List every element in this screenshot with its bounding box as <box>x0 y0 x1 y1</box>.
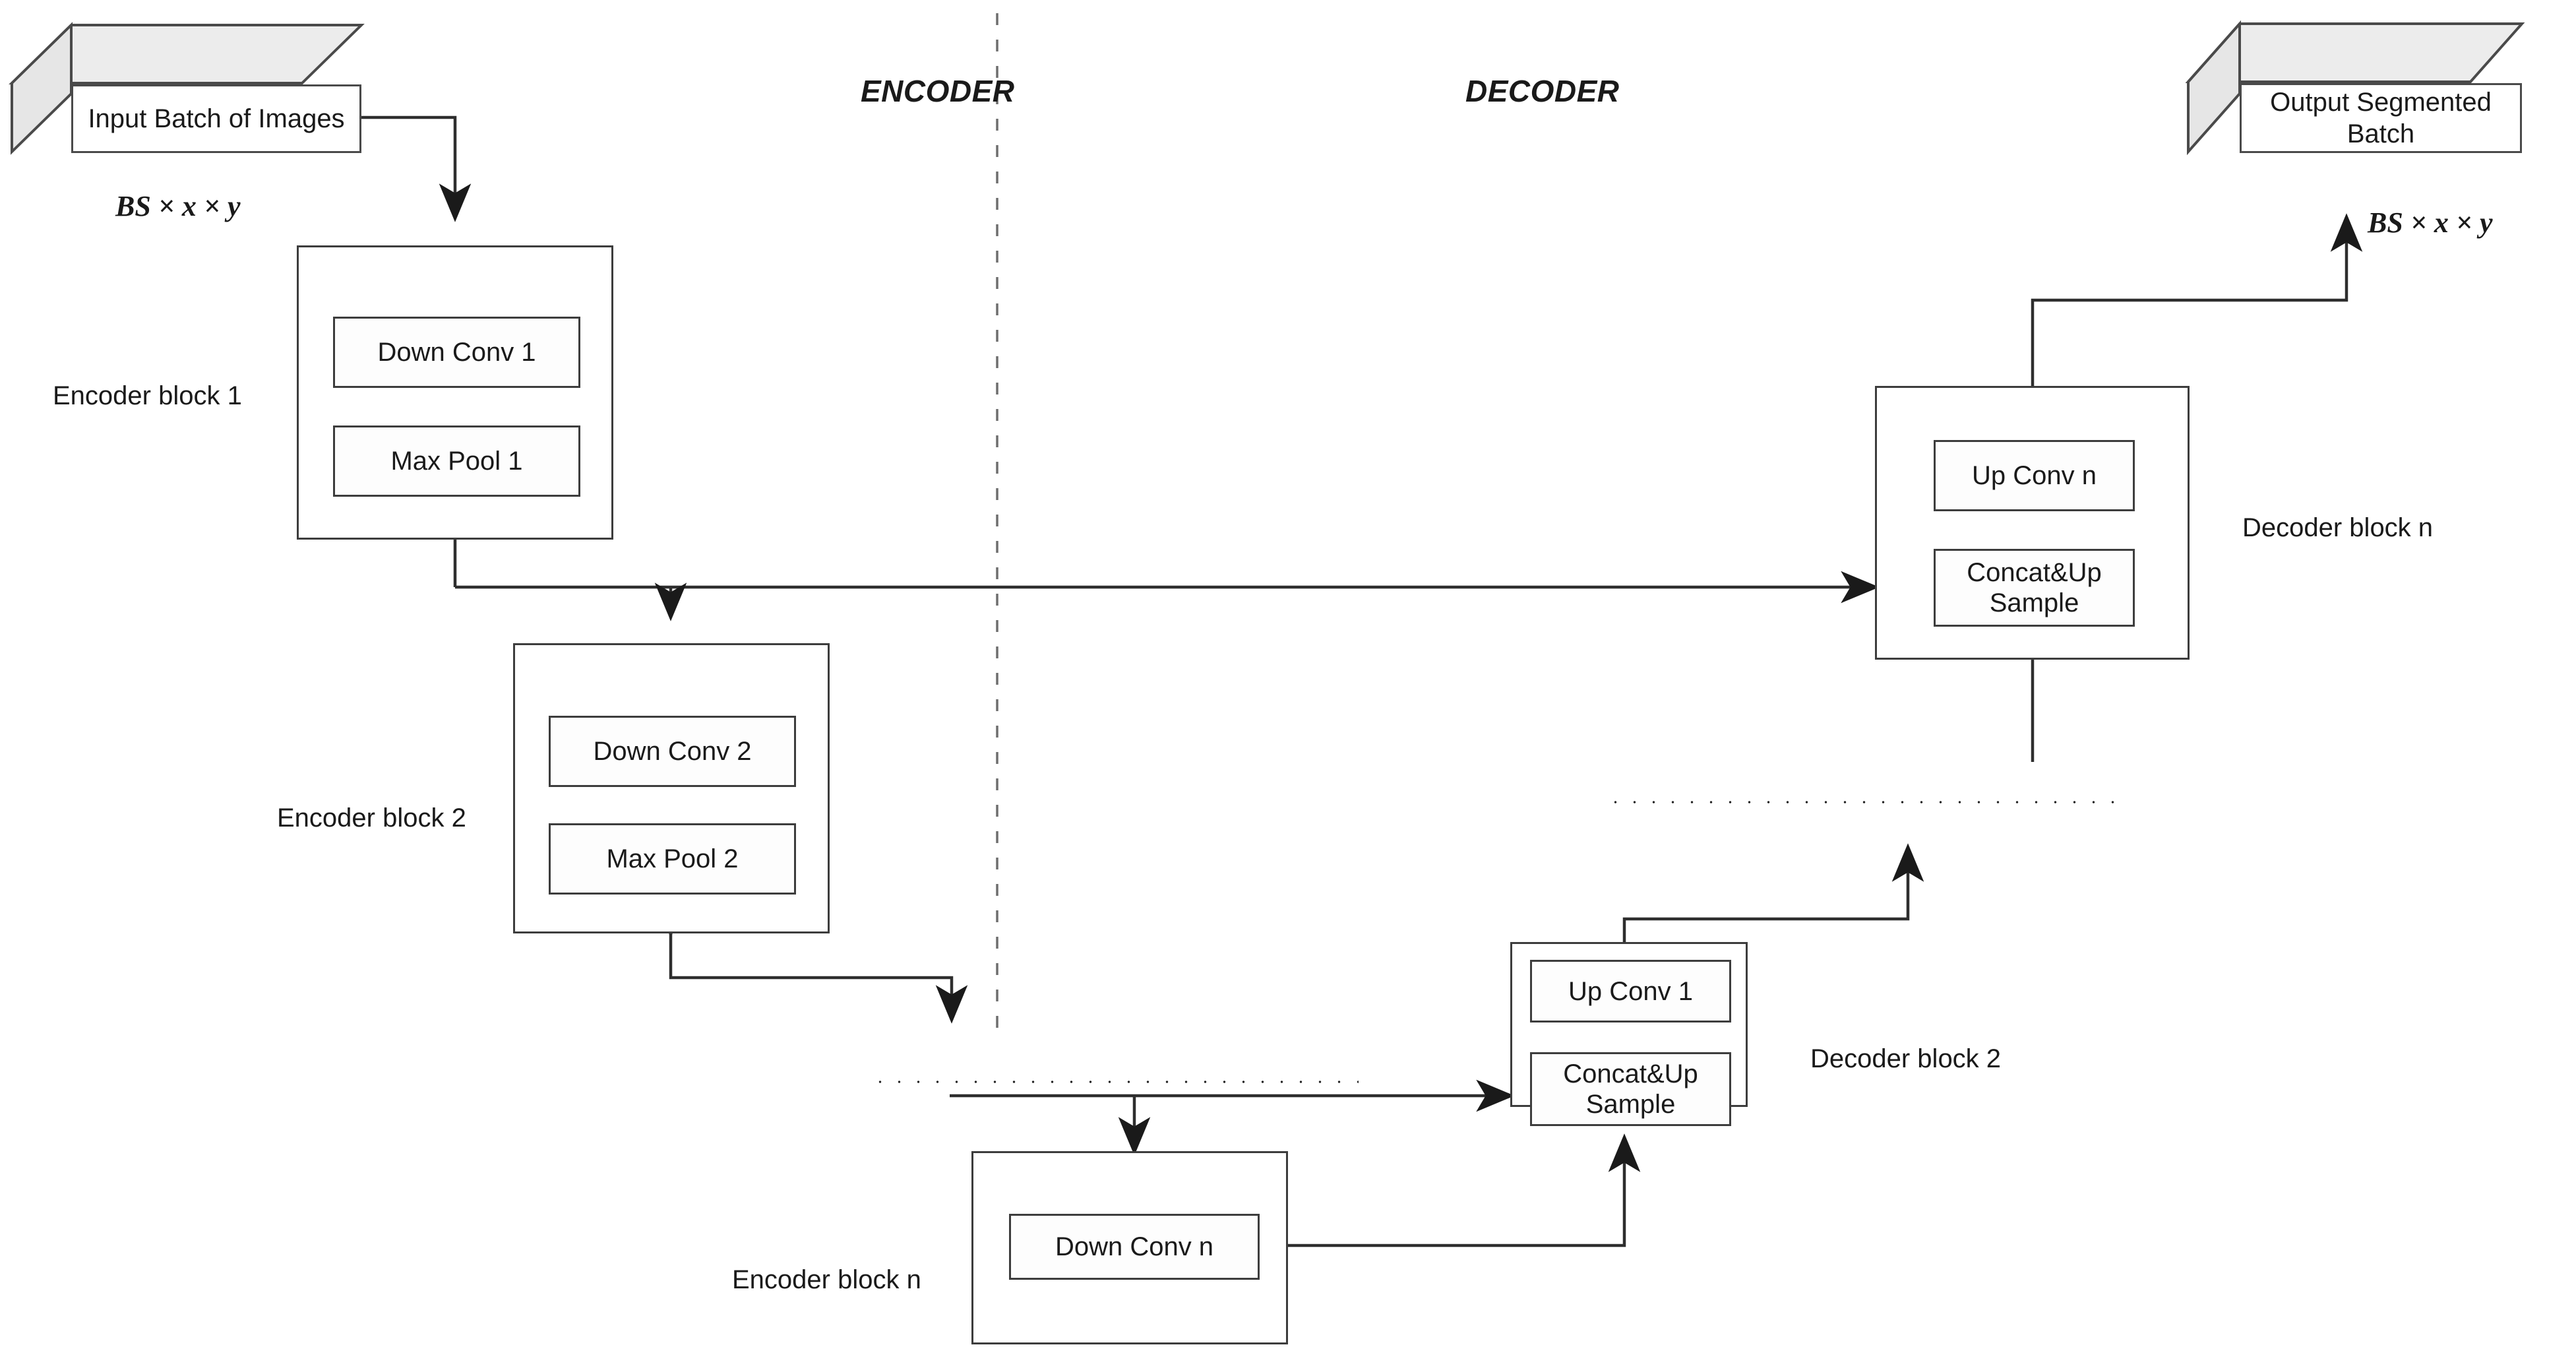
input-dim-label: BS × x × y <box>115 190 241 222</box>
output-box-3d-shell <box>2185 20 2525 156</box>
wire-input-to-encoder1 <box>353 115 472 222</box>
wire-downconvn-to-dec2-concat <box>1260 1133 1641 1247</box>
encoder-block-1-step-down-conv-1: Down Conv 1 <box>333 317 580 388</box>
input-box-3d-shell <box>9 22 365 155</box>
encoder-section-title: ENCODER <box>861 74 1015 108</box>
decoder-block-n-step-concat-up-sample: Concat&Up Sample <box>1934 549 2135 627</box>
decoder-ellipsis <box>1606 800 2117 805</box>
output-dim-label: BS × x × y <box>2368 206 2493 239</box>
input-batch-box: Input Batch of Images <box>7 20 366 158</box>
encoder-block-2-step-max-pool-2: Max Pool 2 <box>549 823 796 895</box>
decoder-block-2-step-up-conv-1: Up Conv 1 <box>1530 960 1731 1023</box>
decoder-block-2-label: Decoder block 2 <box>1810 1044 2002 1073</box>
wire-enc2-down-right <box>669 933 968 1024</box>
encoder-block-n-step-down-conv-n: Down Conv n <box>1009 1214 1260 1280</box>
decoder-block-2-step-concat-up-sample: Concat&Up Sample <box>1530 1052 1731 1126</box>
output-batch-label: Output Segmented Batch <box>2240 83 2522 153</box>
input-batch-label: Input Batch of Images <box>71 84 361 153</box>
encoder-block-1-step-max-pool-1: Max Pool 1 <box>333 425 580 497</box>
encoder-block-2-label: Encoder block 2 <box>277 803 466 833</box>
output-batch-box: Output Segmented Batch <box>2183 18 2526 158</box>
decoder-block-n-step-up-conv-n: Up Conv n <box>1934 440 2135 511</box>
encoder-ellipsis <box>871 1079 1359 1085</box>
decoder-block-n-label: Decoder block n <box>2242 513 2434 542</box>
wire-decn-to-output <box>2031 213 2363 404</box>
decoder-section-title: DECODER <box>1465 74 1620 108</box>
encoder-block-n-label: Encoder block n <box>732 1265 921 1294</box>
wire-dec2-to-decn <box>1622 843 1924 960</box>
encoder-block-1-label: Encoder block 1 <box>53 381 242 410</box>
encoder-block-2-step-down-conv-2: Down Conv 2 <box>549 716 796 787</box>
